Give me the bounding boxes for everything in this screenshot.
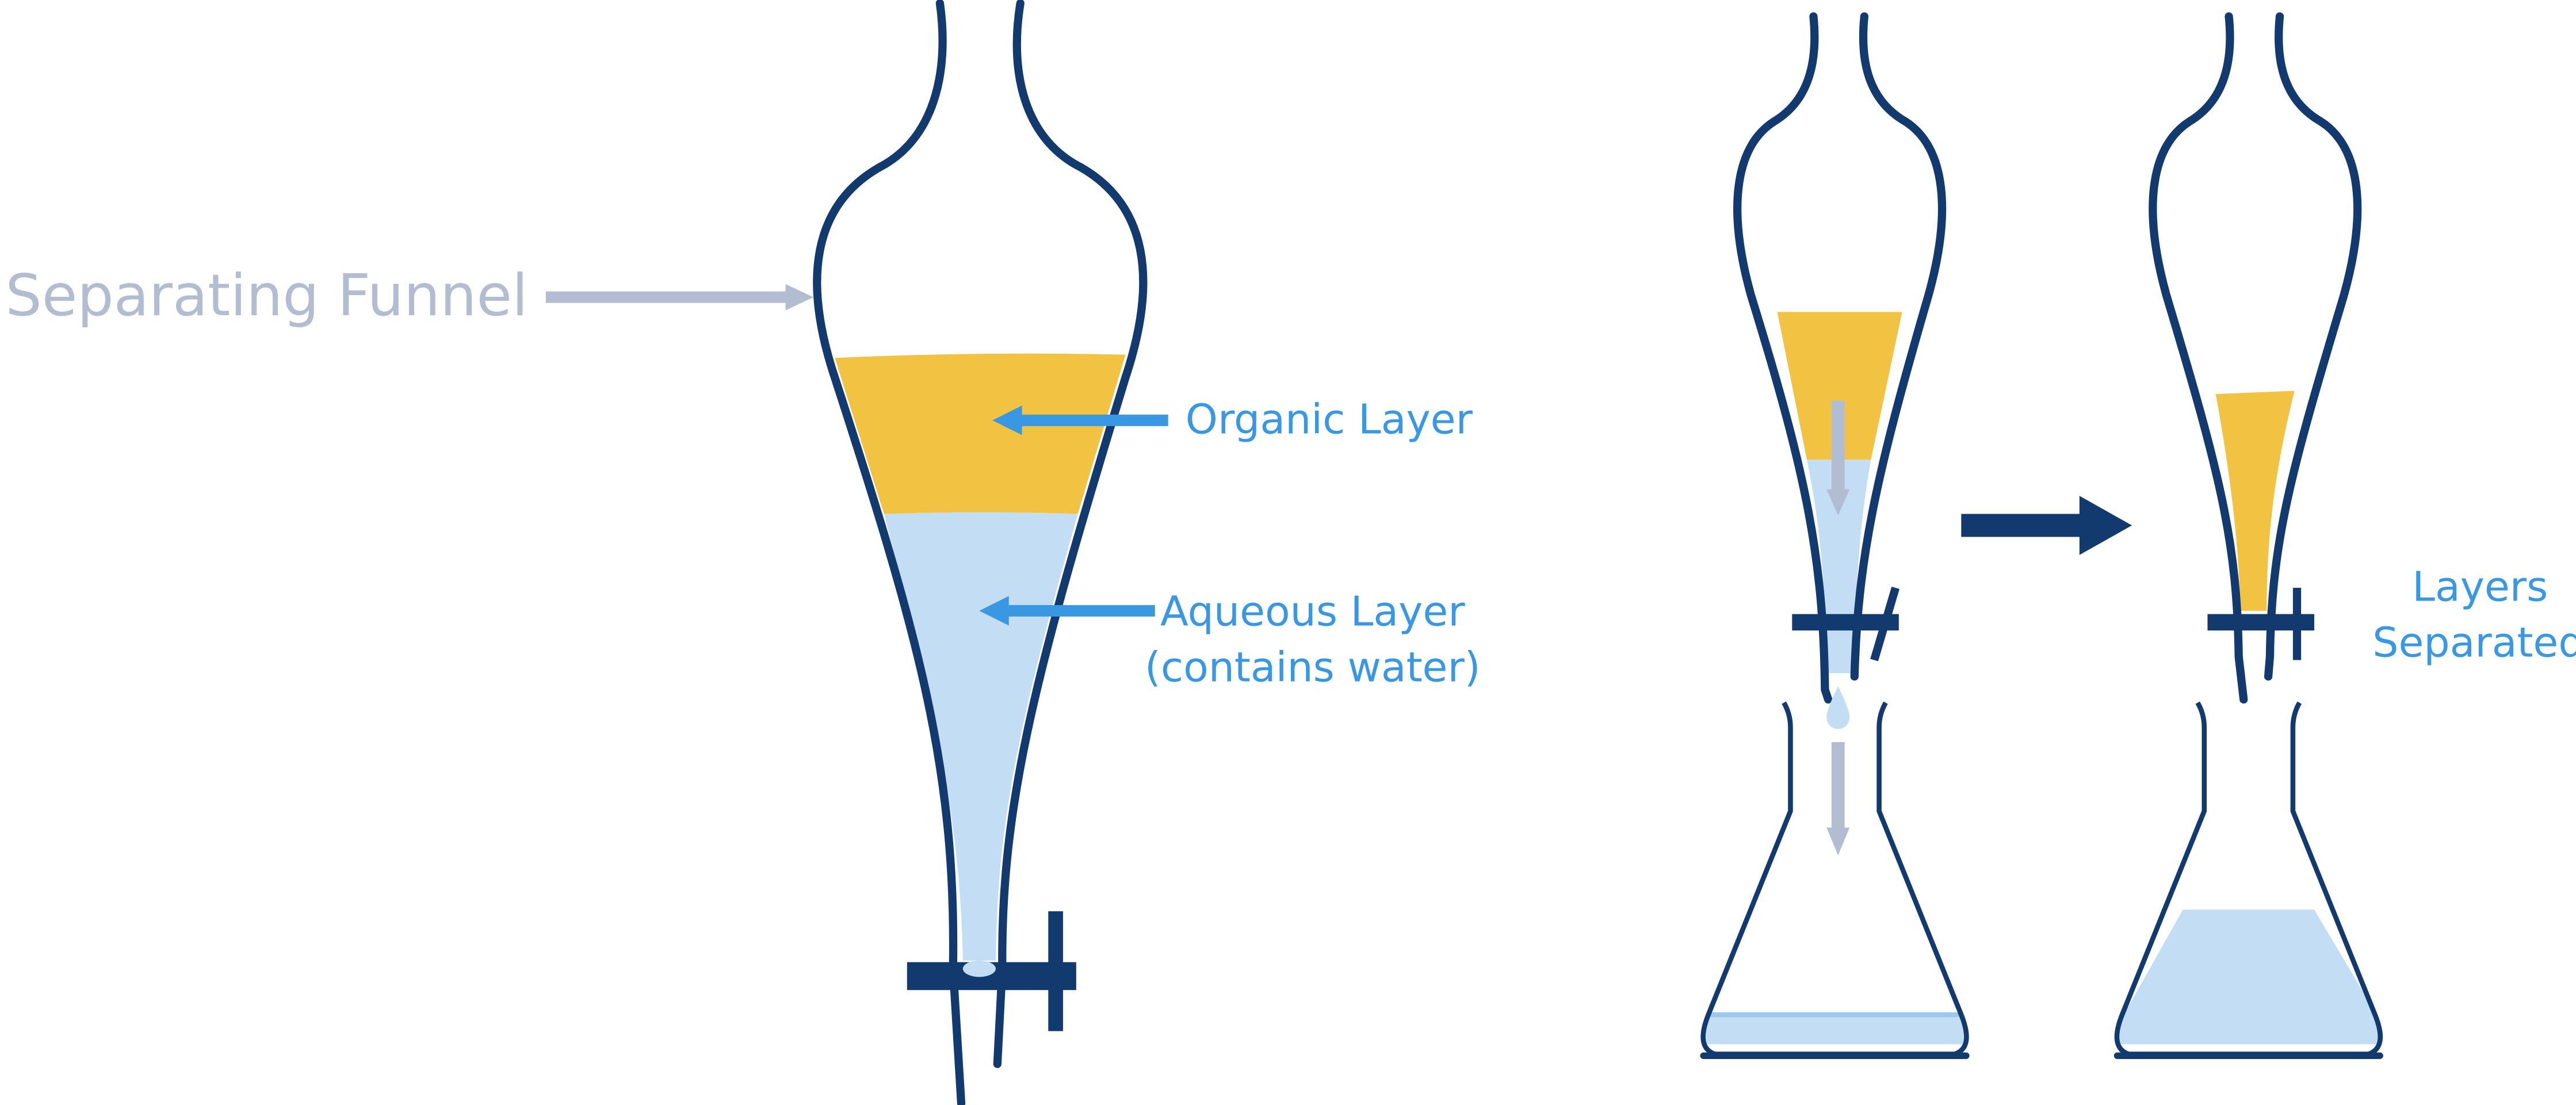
label-organic-layer: Organic Layer: [1186, 396, 1473, 443]
draining-funnel-left-wall: [1733, 12, 1833, 704]
stopcock-bore: [962, 960, 996, 977]
label-separating-funnel: Separating Funnel: [5, 262, 528, 329]
flask-liquid-draining: [1703, 1015, 1967, 1045]
funnel-pointer: [545, 284, 814, 311]
funnel-right-wall: [993, 0, 1148, 1068]
step-arrow: [1961, 496, 2132, 555]
organic-layer-pointer: [992, 406, 1168, 435]
draining-stopcock-handle: [1870, 586, 1899, 662]
flow-arrow-lower: [1826, 742, 1850, 856]
remaining-organic-fill: [2215, 391, 2295, 611]
collecting-flask-draining: [1700, 701, 1970, 1060]
stopcock-handle: [1048, 911, 1063, 1031]
flow-arrow-upper: [1826, 400, 1850, 516]
separated-funnel-left-wall: [2149, 12, 2248, 704]
organic-layer-fill: [835, 353, 1126, 514]
falling-drop: [1826, 686, 1850, 729]
collecting-flask-full: [2113, 701, 2383, 1060]
separated-funnel-right-wall: [2264, 12, 2362, 681]
label-layers-separated-line1: Layers: [2412, 563, 2548, 611]
draining-funnel-right-wall: [1850, 12, 1947, 681]
aqueous-layer-fill: [884, 512, 1078, 961]
flask-liquid-full: [2117, 909, 2383, 1045]
separated-stopcock-handle: [2292, 587, 2302, 660]
separated-funnel: [2149, 12, 2362, 704]
aqueous-layer-pointer: [979, 596, 1155, 626]
label-aqueous-layer: Aqueous Layer: [1160, 588, 1465, 636]
funnel-left-wall: [813, 0, 966, 1105]
large-separating-funnel: [813, 0, 1148, 1105]
draining-organic-fill: [1777, 312, 1902, 460]
label-layers-separated-line2: Separated: [2372, 619, 2576, 667]
label-aqueous-layer-note: (contains water): [1145, 644, 1481, 691]
draining-funnel: [1733, 12, 1947, 729]
